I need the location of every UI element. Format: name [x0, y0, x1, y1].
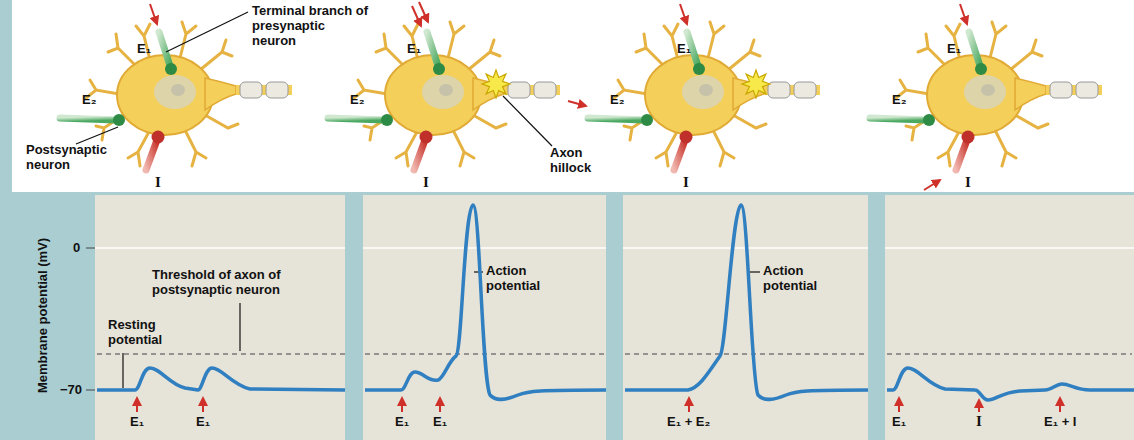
- terminal-label: E₁: [677, 42, 691, 57]
- part-label: Terminal branch of presynaptic neuron: [252, 4, 370, 49]
- terminal-label: I: [965, 174, 971, 191]
- axis-tick: 0: [73, 241, 80, 256]
- stimulus-label: I: [976, 413, 982, 430]
- threshold-label: Threshold of axon of postsynaptic neuron: [152, 268, 342, 298]
- axis-title: Membrane potential (mV): [36, 238, 51, 393]
- terminal-label: E₁: [947, 42, 961, 57]
- resting-label: Resting potential: [108, 318, 188, 348]
- stimulus-label: E₁ + I: [1044, 415, 1076, 430]
- terminal-label: E₂: [892, 93, 906, 108]
- action-potential-label: Action potential: [486, 264, 558, 294]
- stimulus-label: E₁: [130, 415, 144, 430]
- terminal-label: I: [683, 174, 689, 191]
- stimulus-label: E₁: [196, 415, 210, 430]
- stimulus-label: E₁ + E₂: [667, 415, 710, 430]
- terminal-label: E₁: [407, 42, 421, 57]
- axis-tick: −70: [60, 383, 82, 398]
- terminal-label: E₁: [137, 42, 151, 57]
- terminal-label: I: [423, 174, 429, 191]
- part-label: Postsynaptic neuron: [26, 143, 118, 173]
- part-label: Axon hillock: [550, 146, 612, 176]
- terminal-label: I: [155, 174, 161, 191]
- stimulus-label: E₁: [395, 415, 409, 430]
- stimulus-label: E₁: [892, 415, 906, 430]
- terminal-label: E₂: [610, 93, 624, 108]
- action-potential-label: Action potential: [763, 264, 835, 294]
- terminal-label: E₂: [82, 93, 96, 108]
- stimulus-label: E₁: [433, 415, 447, 430]
- terminal-label: E₂: [350, 93, 364, 108]
